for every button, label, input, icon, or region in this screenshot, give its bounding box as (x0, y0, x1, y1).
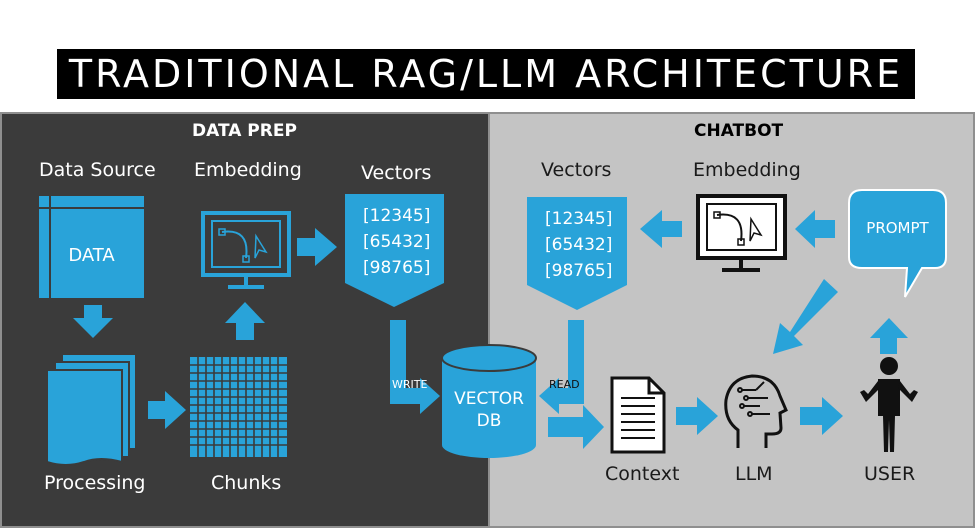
vector-value: [12345] (545, 209, 613, 229)
llm-label: LLM (735, 463, 773, 485)
vector-value: [65432] (363, 232, 431, 252)
arrow-up-to-prompt (870, 318, 908, 354)
arrow-left-to-embedding (795, 210, 835, 248)
vector-value: [98765] (545, 261, 613, 281)
arrow-left-to-vectors (640, 210, 682, 248)
title-banner (57, 49, 915, 99)
vector-db-label: VECTOR DB (454, 389, 524, 431)
arrow-right-to-llm (676, 397, 718, 435)
brain-circuit-icon (724, 374, 788, 448)
user-shrug-icon (860, 357, 918, 452)
database-cylinder-icon (441, 344, 537, 458)
chunks-label: Chunks (211, 472, 282, 494)
vectors-label: Vectors (361, 162, 432, 184)
arrow-right-to-context (548, 405, 604, 449)
vector-value: [98765] (363, 258, 431, 278)
data-source-label: Data Source (39, 159, 156, 181)
data-box-label: DATA (68, 245, 115, 266)
vector-value: [12345] (363, 206, 431, 226)
write-label: WRITE (392, 378, 428, 391)
section-data-prep: DATA PREP (192, 121, 297, 141)
monitor-bezier-icon-chatbot (696, 194, 787, 272)
arrow-down-to-processing (73, 305, 113, 338)
chatbot-vectors-label: Vectors (541, 159, 612, 181)
chatbot-embedding-label: Embedding (693, 159, 801, 181)
arrow-diagonal-to-llm (773, 279, 838, 354)
vector-value: [65432] (545, 235, 613, 255)
vectors-block-left (345, 194, 444, 307)
arrow-read-to-db (539, 320, 584, 414)
vectors-block-right (527, 197, 627, 310)
arrow-right-to-chunks (148, 391, 186, 429)
stacked-pages-icon (46, 353, 137, 466)
page-title: TRADITIONAL RAG/LLM ARCHITECTURE (68, 52, 904, 96)
speech-bubble-icon (848, 189, 947, 298)
embedding-label: Embedding (194, 159, 302, 181)
monitor-bezier-icon (201, 211, 291, 289)
processing-label: Processing (44, 472, 146, 494)
document-icon (610, 376, 666, 454)
user-label: USER (864, 463, 916, 485)
data-source-icon (39, 196, 144, 298)
read-label: READ (549, 378, 580, 391)
arrow-right-to-user (800, 397, 843, 435)
arrow-up-to-embedding (225, 302, 265, 340)
context-label: Context (605, 463, 680, 485)
section-chatbot: CHATBOT (694, 121, 784, 141)
arrow-right-to-vectors (297, 228, 337, 266)
prompt-label: PROMPT (866, 219, 929, 237)
data-grid-icon (190, 357, 287, 457)
arrow-write-to-db (390, 320, 440, 414)
